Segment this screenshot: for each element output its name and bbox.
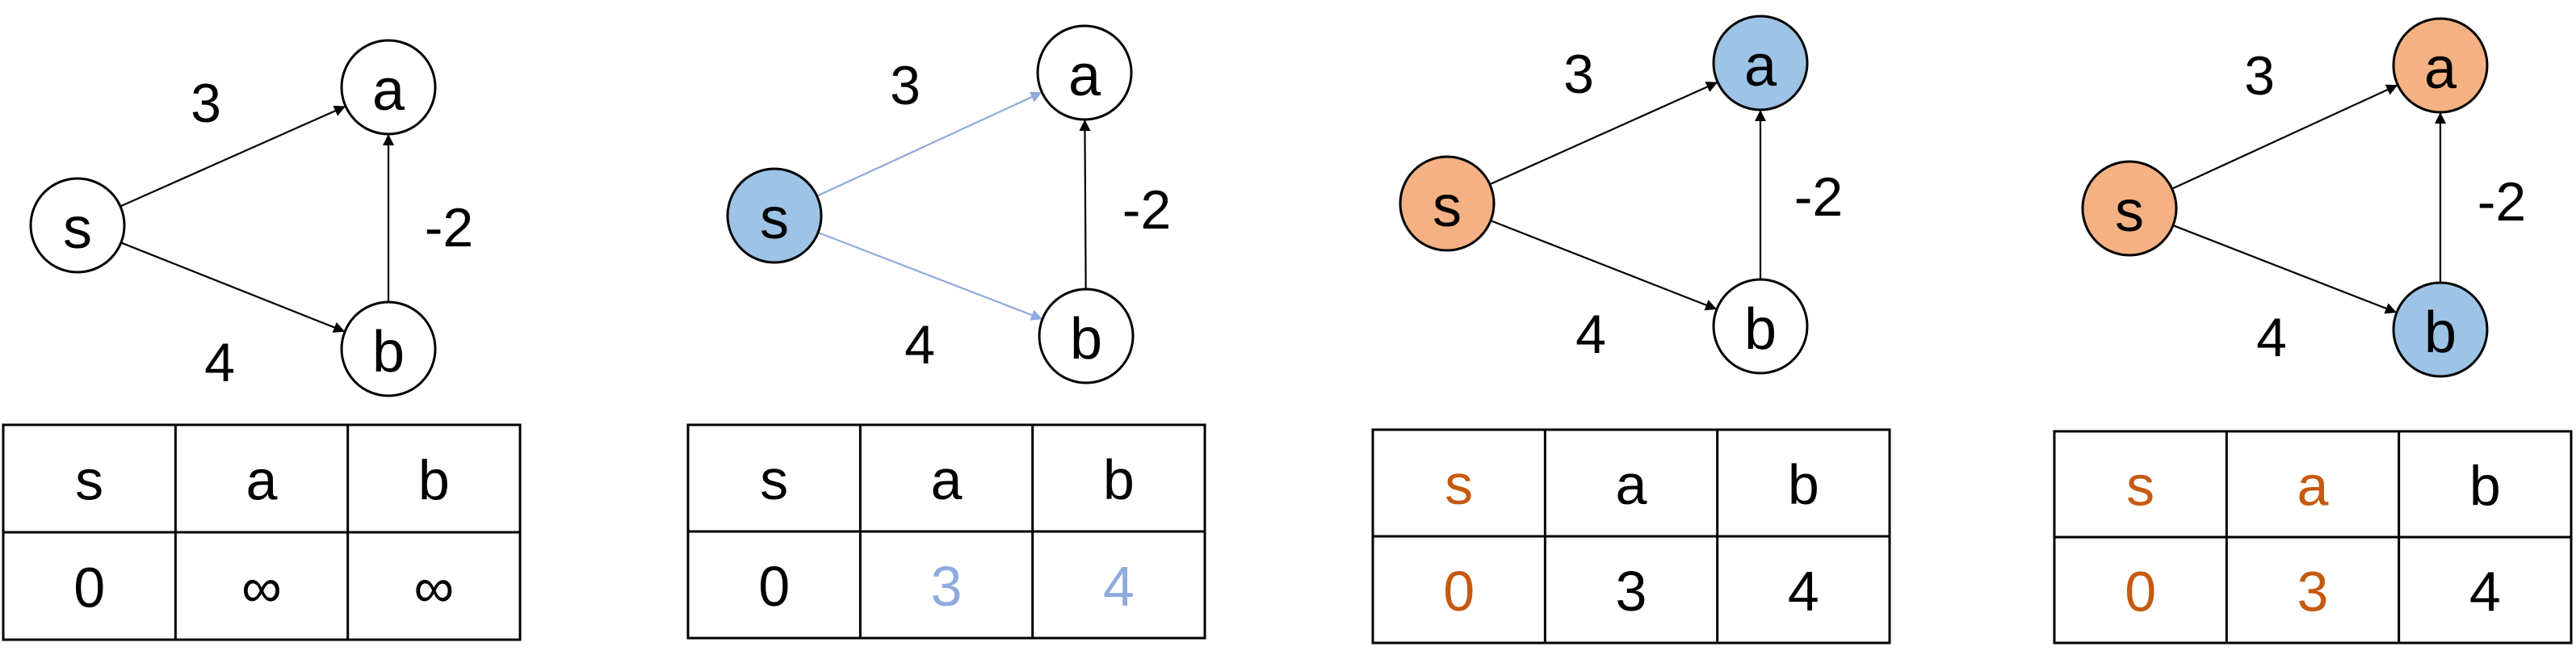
table-header-b: b xyxy=(2469,455,2501,518)
table-distance-b: ∞ xyxy=(413,556,454,620)
node-b xyxy=(1712,278,1809,375)
edge-s-b xyxy=(120,242,346,333)
table-distance-s: 0 xyxy=(758,555,790,618)
node-label-s: s xyxy=(63,196,92,261)
table-header-b: b xyxy=(1103,448,1135,511)
edge-weight-b-a: -2 xyxy=(425,197,473,258)
table-header-b: b xyxy=(1788,453,1819,516)
distance-table: s a b 0 ∞ ∞ xyxy=(2,423,522,641)
table-header-a: a xyxy=(1616,453,1647,516)
table-distance-b: 4 xyxy=(1103,555,1135,618)
node-label-b: b xyxy=(2424,300,2456,365)
table-header-a: a xyxy=(2297,455,2329,518)
edge-weight-s-b: 4 xyxy=(2256,307,2287,368)
table-distance-s: 0 xyxy=(73,556,105,620)
edge-weight-s-a: 3 xyxy=(191,73,221,134)
panel-step-1: 3 4 -2 s a b s a b 0 ∞ ∞ xyxy=(2,39,522,641)
distance-table: s a b 0 3 4 xyxy=(1371,428,1891,645)
edge-s-a xyxy=(1489,81,1718,186)
node-label-a: a xyxy=(2424,36,2457,101)
table-distance-a: 3 xyxy=(931,555,963,618)
edge-s-b xyxy=(2172,225,2398,314)
node-label-a: a xyxy=(372,58,405,123)
table-distance-a: ∞ xyxy=(241,556,282,620)
table-distance-s: 0 xyxy=(2125,561,2156,624)
table-header-a: a xyxy=(246,449,278,512)
table-distance-s: 0 xyxy=(1443,560,1475,623)
node-label-s: s xyxy=(760,187,789,251)
node-label-a: a xyxy=(1068,44,1101,108)
node-label-b: b xyxy=(372,320,405,384)
panel-step-2: 3 4 -2 s a b s a b 0 3 4 xyxy=(686,24,1206,640)
distance-table: s a b 0 3 4 xyxy=(2053,430,2573,645)
edge-weight-b-a: -2 xyxy=(1122,179,1171,241)
edge-weight-s-a: 3 xyxy=(1563,44,1594,105)
edge-s-a xyxy=(816,91,1043,197)
node-a xyxy=(2392,17,2489,114)
table-header-s: s xyxy=(2126,455,2154,518)
edge-weight-b-a: -2 xyxy=(1794,166,1843,228)
edge-weight-s-b: 4 xyxy=(1575,304,1606,365)
node-s xyxy=(726,167,823,264)
node-a xyxy=(340,39,437,136)
node-label-s: s xyxy=(1433,174,1462,239)
table-distance-a: 3 xyxy=(2297,561,2329,624)
panel-step-4: 3 4 -2 s a b s a b 0 3 4 xyxy=(2053,17,2573,645)
table-distance-b: 4 xyxy=(2469,561,2501,624)
edge-weight-s-a: 3 xyxy=(890,55,921,116)
node-label-b: b xyxy=(1744,297,1777,362)
node-label-b: b xyxy=(1070,307,1102,372)
node-s xyxy=(1399,155,1496,252)
edge-s-b xyxy=(817,231,1043,321)
node-a xyxy=(1712,15,1809,111)
panel-step-3: 3 4 -2 s a b s a b 0 3 4 xyxy=(1371,15,1891,645)
edge-weight-s-b: 4 xyxy=(904,314,935,376)
table-header-a: a xyxy=(931,448,963,511)
table-header-s: s xyxy=(760,448,788,511)
edge-s-b xyxy=(1490,220,1718,311)
table-header-b: b xyxy=(418,449,450,512)
table-header-s: s xyxy=(1445,453,1473,516)
edge-s-a xyxy=(120,105,346,208)
node-s xyxy=(2081,160,2178,257)
edge-weight-s-b: 4 xyxy=(204,332,235,393)
node-b xyxy=(1038,288,1135,384)
edge-s-a xyxy=(2171,84,2398,190)
node-label-s: s xyxy=(2115,179,2144,244)
node-b xyxy=(340,300,437,397)
edge-weight-s-a: 3 xyxy=(2244,45,2275,107)
table-distance-a: 3 xyxy=(1616,560,1647,623)
table-header-s: s xyxy=(75,449,103,512)
node-b xyxy=(2392,281,2489,378)
node-s xyxy=(29,177,126,274)
distance-table: s a b 0 3 4 xyxy=(686,423,1206,640)
table-distance-b: 4 xyxy=(1788,560,1819,623)
node-a xyxy=(1036,24,1133,121)
node-label-a: a xyxy=(1744,34,1777,99)
edge-weight-b-a: -2 xyxy=(2477,171,2526,233)
